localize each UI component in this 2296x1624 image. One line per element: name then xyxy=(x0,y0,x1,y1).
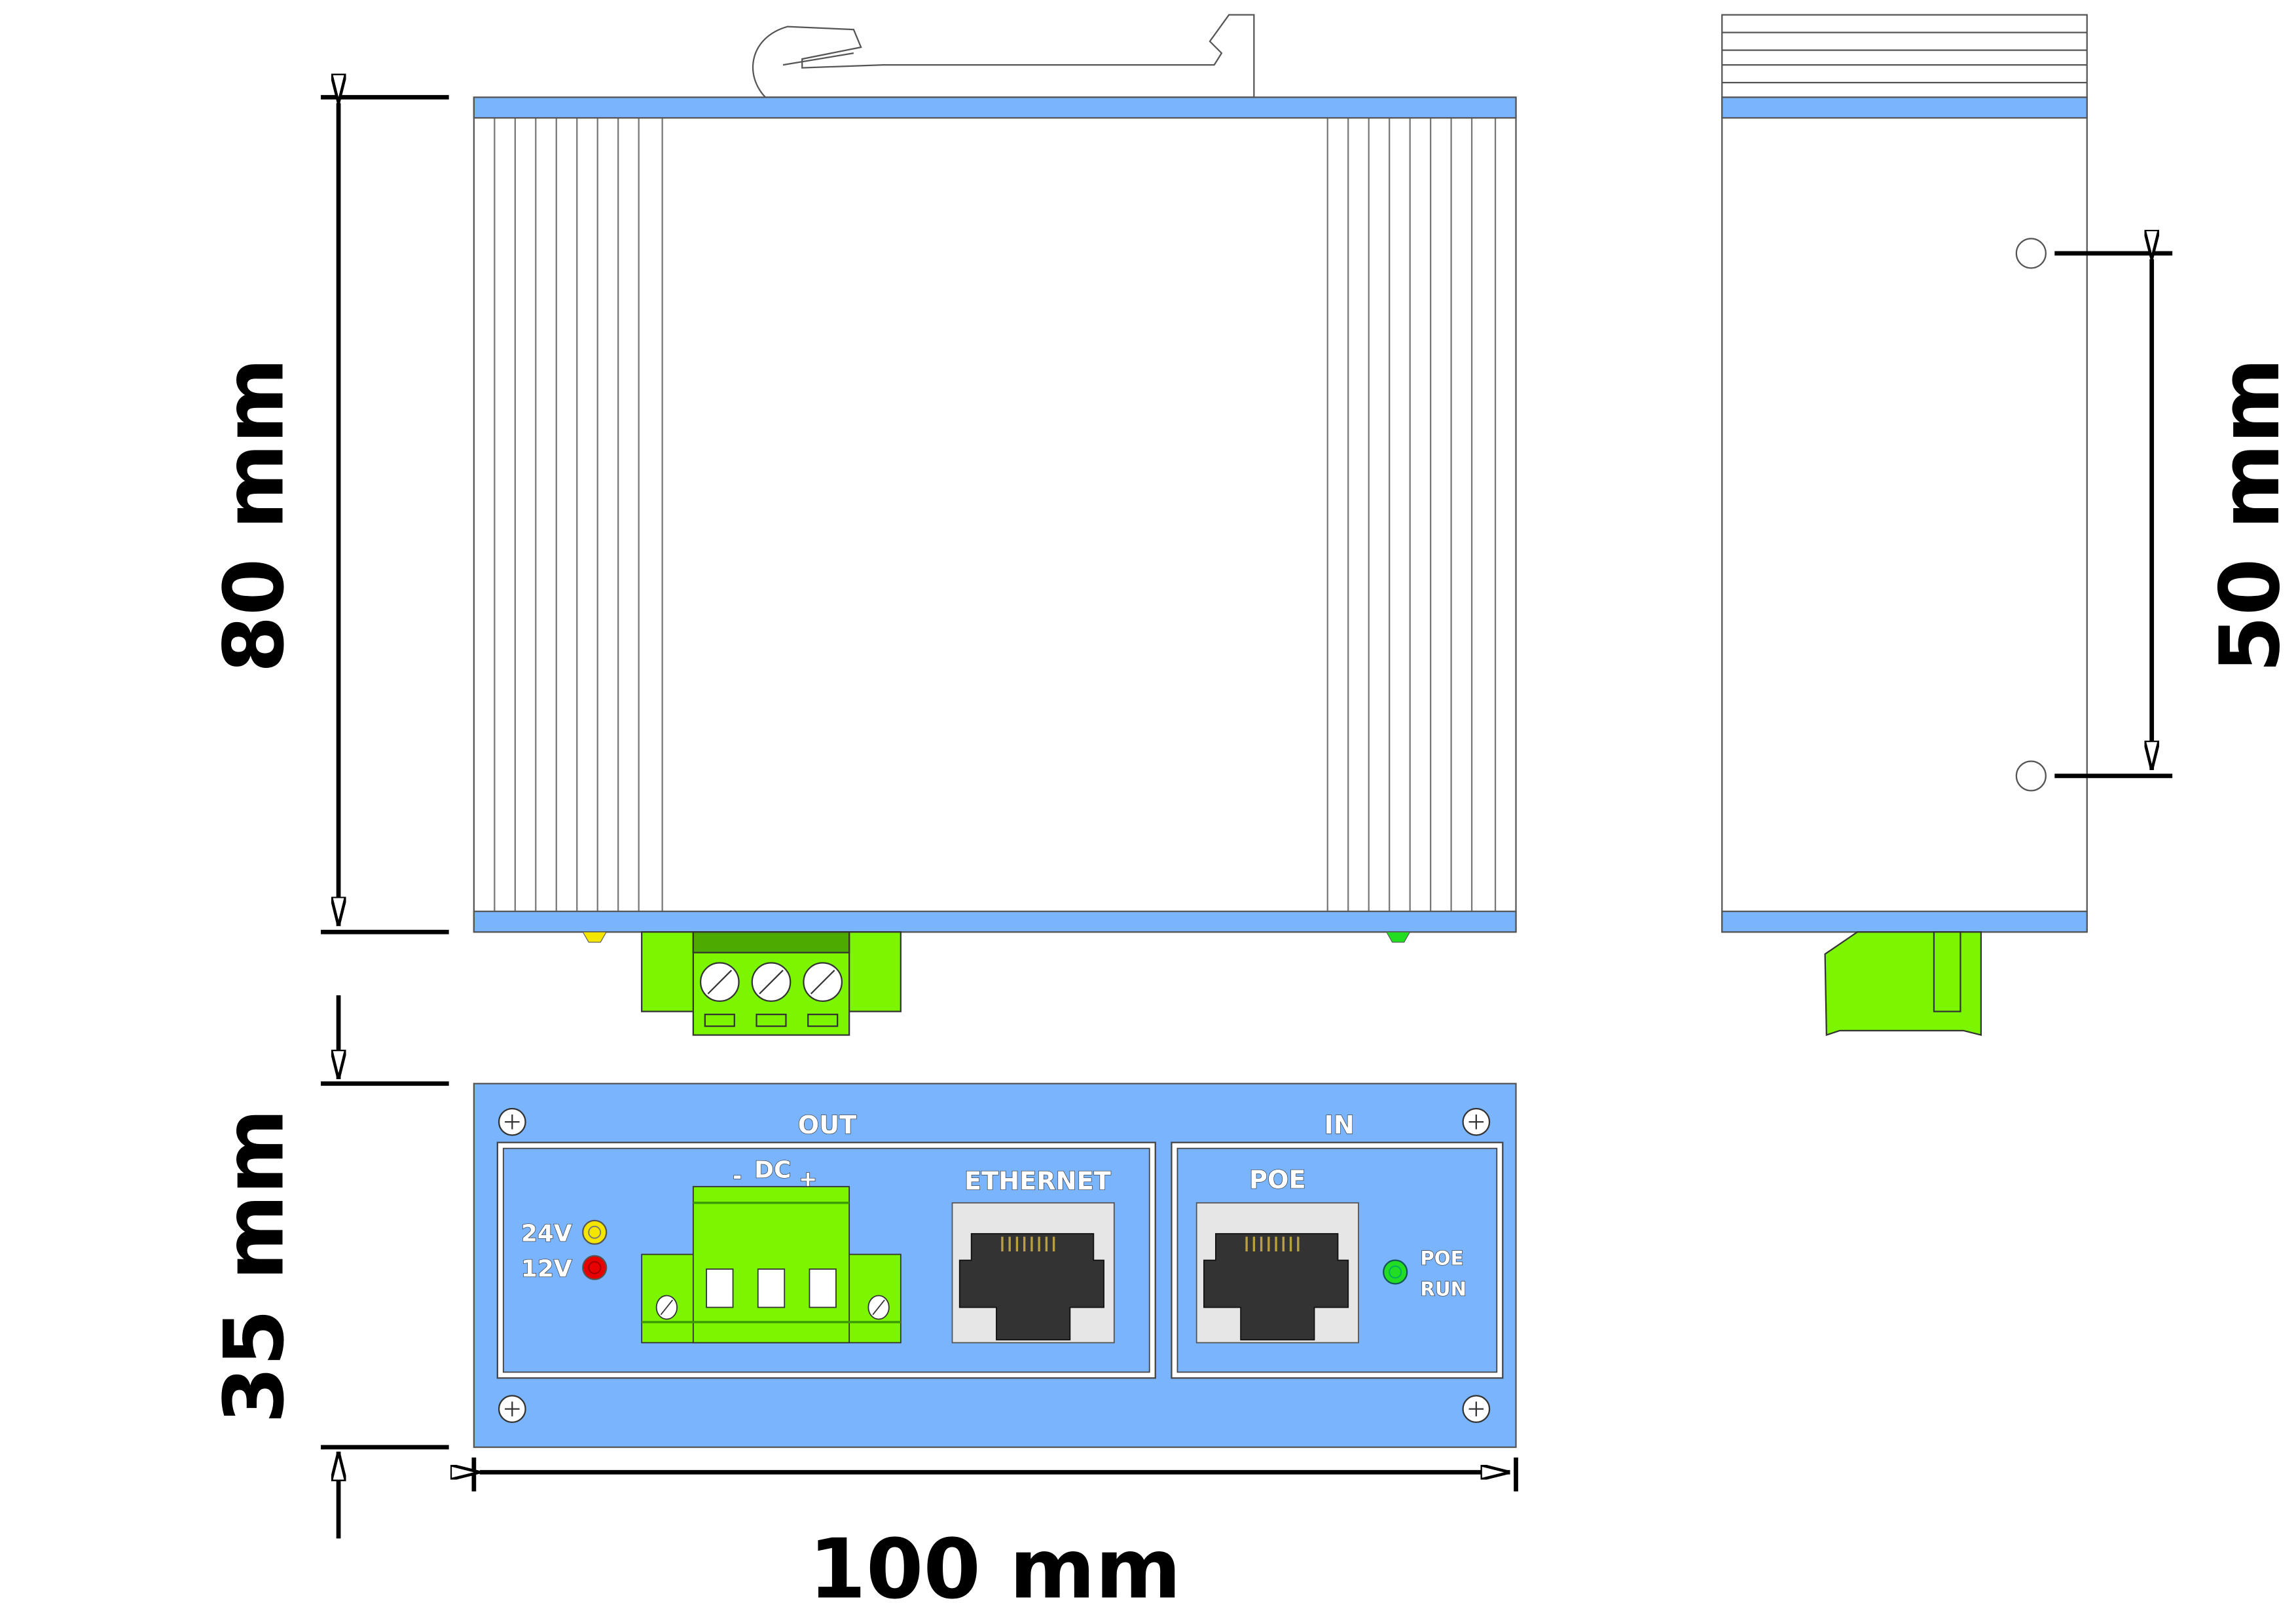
cooling-fins-left xyxy=(494,118,663,912)
poe-led-label-2: RUN xyxy=(1420,1278,1467,1300)
led-12v-label: 12V xyxy=(521,1255,572,1282)
side-clip xyxy=(1721,14,2088,98)
terminal-block-side xyxy=(1824,931,1982,1037)
din-rail-clip xyxy=(752,14,1255,98)
in-label: IN xyxy=(1324,1111,1355,1140)
cooling-fins-right xyxy=(1326,118,1497,912)
side-bottom-band xyxy=(1721,910,2088,933)
led-24v-inner xyxy=(588,1225,602,1239)
bottom-band xyxy=(473,910,1517,933)
poe-led-label-1: POE xyxy=(1420,1247,1463,1269)
dc-label: DC xyxy=(754,1157,791,1184)
dc-minus-label: - xyxy=(733,1164,742,1189)
ethernet-port[interactable] xyxy=(951,1202,1115,1344)
led-24v-icon xyxy=(582,1219,608,1245)
front-panel: OUT IN - DC + 24V 12V xyxy=(473,1082,1517,1449)
poe-port[interactable] xyxy=(1195,1202,1359,1344)
dimension-50mm-label: 50 mm xyxy=(2202,358,2296,673)
poe-run-led-icon xyxy=(1383,1259,1408,1285)
side-view xyxy=(1721,14,2088,1037)
in-section: POE POE RUN xyxy=(1171,1141,1504,1379)
mount-hole-bottom xyxy=(2015,760,2047,792)
dc-terminal-block xyxy=(641,1186,902,1344)
side-body xyxy=(1721,96,2088,933)
out-section: - DC + 24V 12V ETHERNET xyxy=(496,1141,1156,1379)
dimension-35mm xyxy=(321,995,449,1539)
top-view xyxy=(473,14,1517,1036)
led-24v-label: 24V xyxy=(521,1220,572,1247)
side-top-band xyxy=(1721,96,2088,119)
poe-port-label: POE xyxy=(1249,1166,1306,1194)
dimension-50mm xyxy=(2054,253,2173,779)
dimension-80mm-label: 80 mm xyxy=(206,358,302,673)
dimension-35mm-label: 35 mm xyxy=(206,1109,302,1424)
led-12v-inner xyxy=(588,1261,602,1274)
led-green-top xyxy=(1385,931,1411,943)
screw-icons xyxy=(498,1107,1491,1423)
led-12v-icon xyxy=(582,1255,608,1280)
out-label: OUT xyxy=(798,1111,857,1140)
housing-body xyxy=(473,96,1517,933)
dimension-100mm xyxy=(474,1457,1518,1492)
ethernet-label: ETHERNET xyxy=(964,1168,1111,1196)
top-band xyxy=(473,96,1517,119)
mount-hole-top xyxy=(2015,238,2047,269)
terminal-block-top xyxy=(641,931,902,1036)
led-yellow-top xyxy=(582,931,608,943)
dimension-100mm-label: 100 mm xyxy=(809,1521,1181,1617)
poe-run-led-inner xyxy=(1389,1265,1402,1279)
dimension-80mm xyxy=(321,98,449,934)
